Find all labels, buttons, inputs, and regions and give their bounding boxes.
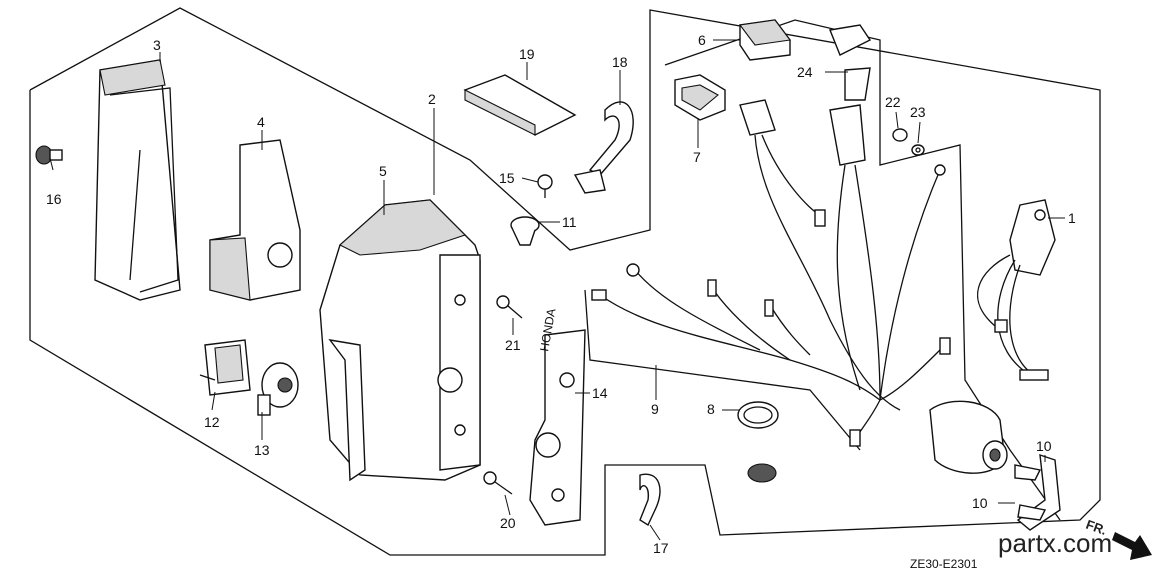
callout-7: 7 [693, 149, 701, 165]
part-15-bolt [537, 174, 553, 198]
callout-21: 21 [505, 337, 521, 353]
callout-17: 17 [653, 540, 669, 556]
callout-10-upper: 10 [1036, 438, 1052, 454]
callout-11: 11 [562, 214, 577, 230]
part-24-fuse-holder [829, 24, 872, 101]
callout-13: 13 [254, 442, 270, 458]
callout-18: 18 [612, 54, 628, 70]
callout-4: 4 [257, 114, 265, 130]
inner-divider [584, 289, 861, 451]
leader-lines [49, 39, 1065, 541]
callout-2: 2 [428, 91, 436, 107]
part-7-sleeve [674, 74, 726, 121]
callout-16: 16 [46, 191, 62, 207]
part-9-wire-harness [591, 99, 951, 447]
part-4-bracket [209, 139, 301, 301]
part-1-sensor [977, 199, 1056, 381]
part-16-grommet [35, 145, 63, 165]
part-14-plate [529, 329, 586, 526]
part-12-switch [199, 339, 251, 396]
part-21-screw [496, 295, 523, 319]
callout-1: 1 [1068, 210, 1076, 226]
callout-19: 19 [519, 46, 535, 62]
part-10-keys [1014, 453, 1061, 531]
part-22-nut [892, 128, 908, 142]
callout-labels: 1 2 3 4 5 6 7 8 9 10 10 11 12 13 14 15 1… [46, 32, 1076, 556]
harness-grommet [747, 463, 777, 483]
callout-12: 12 [204, 414, 220, 430]
front-direction-arrow-icon [1112, 532, 1152, 560]
callout-3: 3 [153, 37, 161, 53]
callout-20: 20 [500, 515, 516, 531]
watermark: partx.com [998, 528, 1112, 558]
part-11-clip [510, 216, 540, 246]
part-20-screw [483, 471, 513, 495]
callout-14: 14 [592, 385, 608, 401]
direction-label: FR. [1084, 517, 1109, 538]
part-17-clip [639, 473, 661, 527]
part-5-control-box [319, 199, 481, 482]
callout-9: 9 [651, 401, 659, 417]
callout-24: 24 [797, 64, 813, 80]
assembly-outline [29, 7, 1101, 556]
callout-15: 15 [499, 170, 515, 186]
callout-6: 6 [698, 32, 706, 48]
part-13-breaker [257, 362, 299, 416]
callout-5: 5 [379, 163, 387, 179]
diagram-code: ZE30-E2301 [910, 557, 978, 571]
callout-10-lower: 10 [972, 495, 988, 511]
callout-8: 8 [707, 401, 715, 417]
ignition-switch [929, 400, 1008, 474]
part-18-band [573, 101, 634, 194]
part-3-cover [94, 59, 181, 301]
callout-23: 23 [910, 104, 926, 120]
part-23-washer [911, 144, 925, 156]
callout-22: 22 [885, 94, 901, 110]
part-8-clamp [737, 401, 779, 429]
part-6-relay [739, 19, 791, 61]
part-19-foam [463, 74, 577, 136]
